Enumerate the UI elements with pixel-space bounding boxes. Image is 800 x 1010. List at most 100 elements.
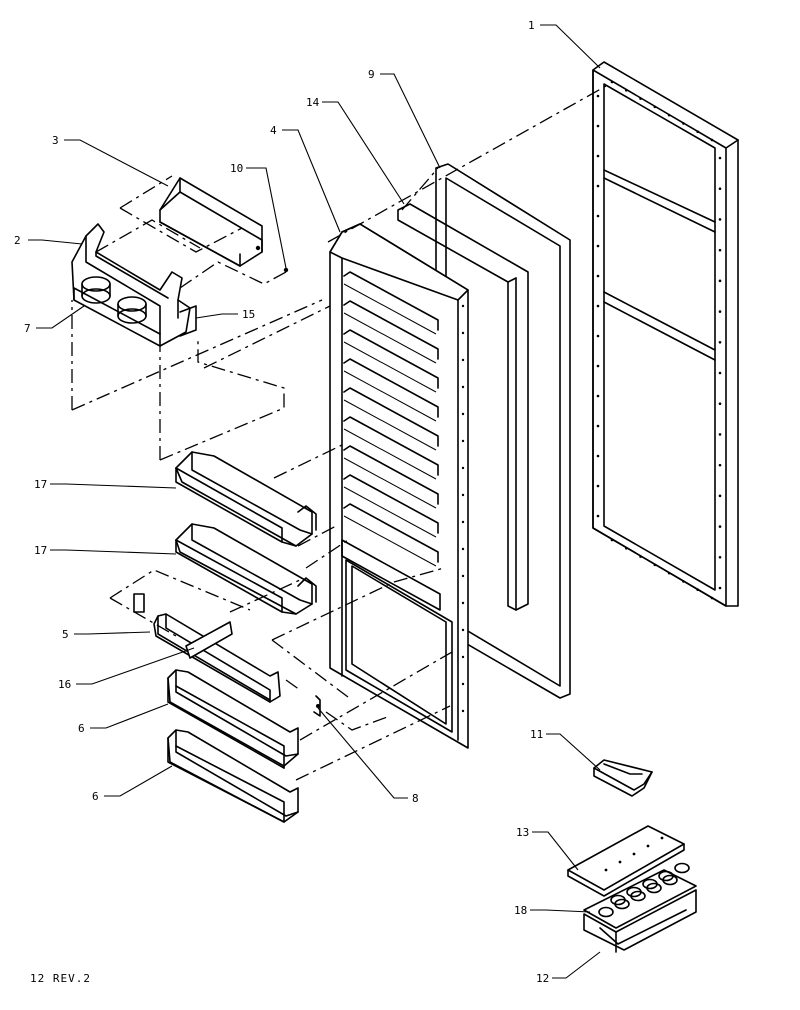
part-label-18: 18 (514, 904, 527, 917)
breaker-strip (397, 203, 529, 611)
part-label-4: 4 (270, 124, 277, 137)
liner-shelf-rib (343, 428, 437, 480)
frame-screw-dot (682, 580, 685, 583)
frame-screw-dot (667, 571, 671, 575)
dairy-compartment (71, 223, 289, 347)
liner-shelf-rib (343, 515, 437, 567)
ice-cup (610, 894, 626, 906)
part-label-17b: 17 (34, 544, 47, 557)
part-label-9: 9 (368, 68, 375, 81)
frame-screw-dot (596, 454, 600, 458)
frame-screw-dot (718, 463, 722, 467)
part-label-10: 10 (230, 162, 243, 175)
frame-screw-dot (696, 588, 700, 592)
frame-screw-dot (624, 546, 628, 550)
frame-screw-dot (596, 214, 600, 218)
ice-cup (598, 906, 614, 918)
liner-screw-dot (461, 520, 465, 524)
door-outer-frame (592, 61, 739, 607)
frame-screw-dot (710, 596, 714, 600)
liner-shelf-rib (343, 370, 437, 422)
liner-screw-dot (461, 331, 465, 335)
liner-shelf-rib (343, 283, 437, 335)
frame-screw-dot (718, 402, 722, 406)
frame-screw-dot (667, 113, 671, 117)
liner-screw-dot (461, 493, 465, 497)
frame-screw-dot (718, 340, 722, 344)
part-label-8: 8 (412, 792, 419, 805)
frame-screw-dot (596, 514, 600, 518)
frame-screw-dot (718, 555, 722, 559)
frame-screw-dot (682, 122, 685, 125)
frame-screw-dot (596, 124, 600, 128)
cover-dot (660, 836, 664, 840)
liner-screw-dot (461, 628, 465, 632)
frame-screw-dot (718, 156, 722, 160)
liner-shelf-rib (343, 387, 439, 447)
frame-screw-dot (610, 538, 614, 542)
liner-screw-dot (461, 574, 465, 578)
inner-door-liner (329, 223, 469, 749)
frame-screw-dot (624, 88, 628, 92)
part-label-12: 12 (536, 972, 549, 985)
frame-screw-dot (639, 97, 642, 100)
liner-screw-dot (461, 655, 465, 659)
frame-screw-dot (596, 364, 600, 368)
frame-screw-dot (718, 218, 722, 221)
door-bin-17-lower (175, 523, 317, 615)
liner-screw-dot (461, 358, 465, 362)
liner-shelf-rib (343, 474, 439, 534)
ice-cup (626, 886, 642, 898)
ice-tray-cover (567, 825, 685, 897)
frame-screw-dot (596, 424, 600, 428)
frame-screw-dot (653, 563, 657, 567)
liner-screw-dot (461, 547, 465, 551)
cover-dot (604, 868, 608, 872)
frame-screw-dot (718, 187, 722, 191)
part-label-15: 15 (242, 308, 255, 321)
liner-screw-dot (461, 709, 465, 713)
frame-screw-dot (596, 154, 600, 158)
frame-screw-dot (610, 80, 614, 84)
frame-screw-dot (718, 586, 722, 590)
liner-shelf-rib (343, 358, 439, 418)
liner-shelf-rib (343, 329, 439, 389)
frame-screw-dot (718, 279, 722, 283)
ice-cup (642, 878, 658, 890)
frame-screw-dot (718, 248, 722, 252)
liner-shelf-rib (343, 271, 439, 331)
cover-dot (646, 844, 650, 848)
frame-screw-dot (596, 184, 600, 188)
frame-screw-dot (653, 105, 657, 109)
liner-screw-dot (461, 601, 465, 605)
part-label-6b: 6 (92, 790, 99, 803)
part-label-5: 5 (62, 628, 69, 641)
leader-lines (28, 24, 601, 979)
part-label-2: 2 (14, 234, 21, 247)
frame-screw-dot (639, 555, 642, 558)
liner-screw-dot (461, 682, 465, 686)
ice-cup (658, 870, 674, 882)
part-label-16: 16 (58, 678, 71, 691)
ice-tray (583, 862, 697, 929)
frame-screw-dot (596, 484, 600, 488)
frame-screw-dot (596, 94, 600, 98)
door-bin-17-upper (175, 451, 317, 547)
ice-bin (583, 889, 697, 953)
frame-screw-dot (718, 525, 722, 528)
part-label-14: 14 (306, 96, 320, 109)
frame-screw-dot (596, 304, 600, 308)
part-label-17a: 17 (34, 478, 47, 491)
bin-clip (313, 695, 321, 717)
frame-screw-dot (596, 334, 600, 338)
liner-screw-dot (461, 466, 465, 470)
door-bin-6-upper (167, 669, 299, 769)
liner-screw-dot (461, 412, 465, 416)
liner-shelf-rib (343, 445, 439, 505)
small-tray (593, 759, 653, 797)
liner-shelf-rib (343, 300, 439, 360)
door-bin-5 (133, 593, 281, 703)
frame-screw-dot (696, 130, 700, 134)
assembly-lines (71, 85, 607, 781)
